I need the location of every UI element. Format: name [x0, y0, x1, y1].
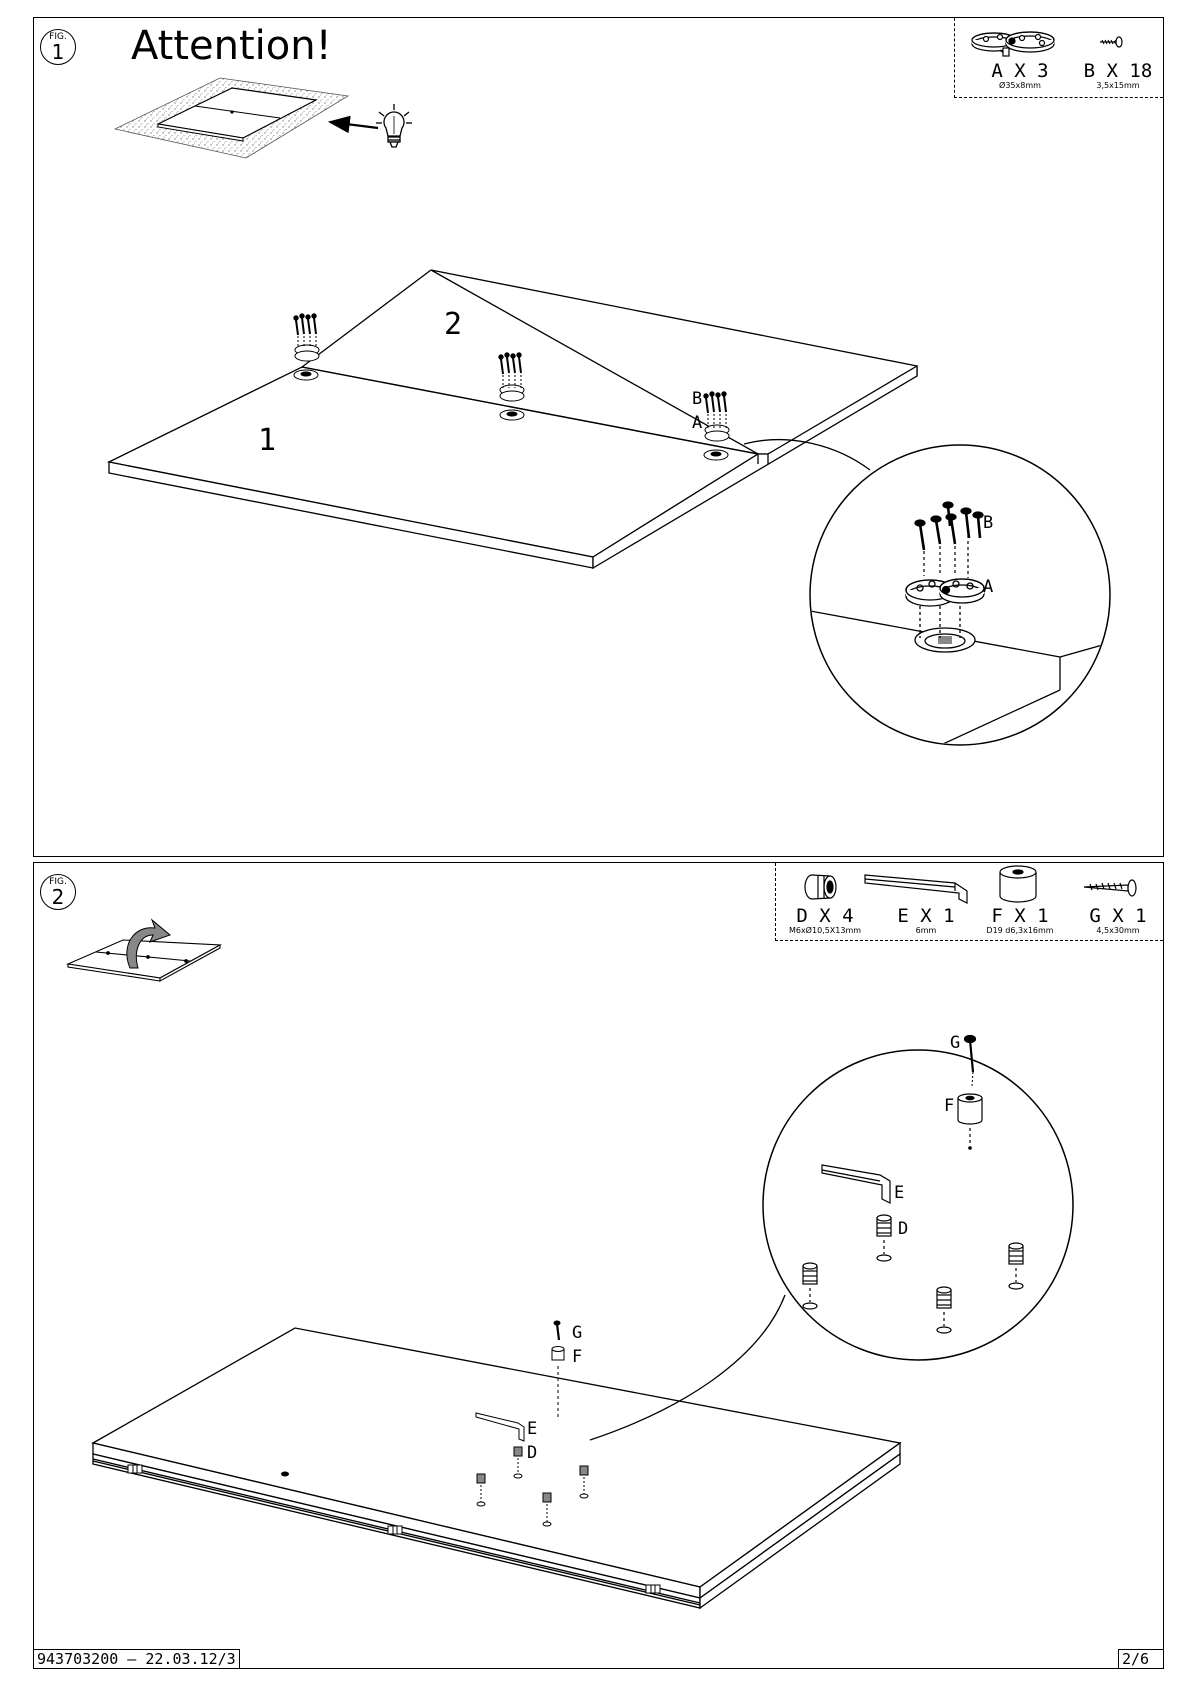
fig2-detail-callout-g: G [950, 1034, 960, 1052]
fig2-callout-d: D [527, 1444, 537, 1462]
part-d-insert-icon [805, 875, 836, 899]
fig2-callout-g: G [572, 1324, 582, 1342]
flip-thumbnail [68, 940, 220, 981]
fig2-detail-callout-d: D [898, 1220, 908, 1238]
fig2-detail-circle [763, 1036, 1073, 1360]
tabletop-assembly [93, 1328, 900, 1608]
footer-page-number: 2/6 [1118, 1649, 1164, 1669]
part-e-hex-key-icon [865, 875, 967, 903]
fig2-callout-e: E [527, 1420, 537, 1438]
footer-doc-ref: 943703200 – 22.03.12/3 [33, 1649, 240, 1669]
detail-insert-d [877, 1215, 891, 1236]
board-hole [281, 1472, 289, 1477]
fig2-callout-f: F [572, 1348, 582, 1366]
part-g-screw-icon [1084, 880, 1136, 896]
fig2-detail-callout-f: F [944, 1097, 954, 1115]
part-f-spacer-icon [1000, 866, 1036, 902]
fig2-detail-callout-e: E [894, 1184, 904, 1202]
